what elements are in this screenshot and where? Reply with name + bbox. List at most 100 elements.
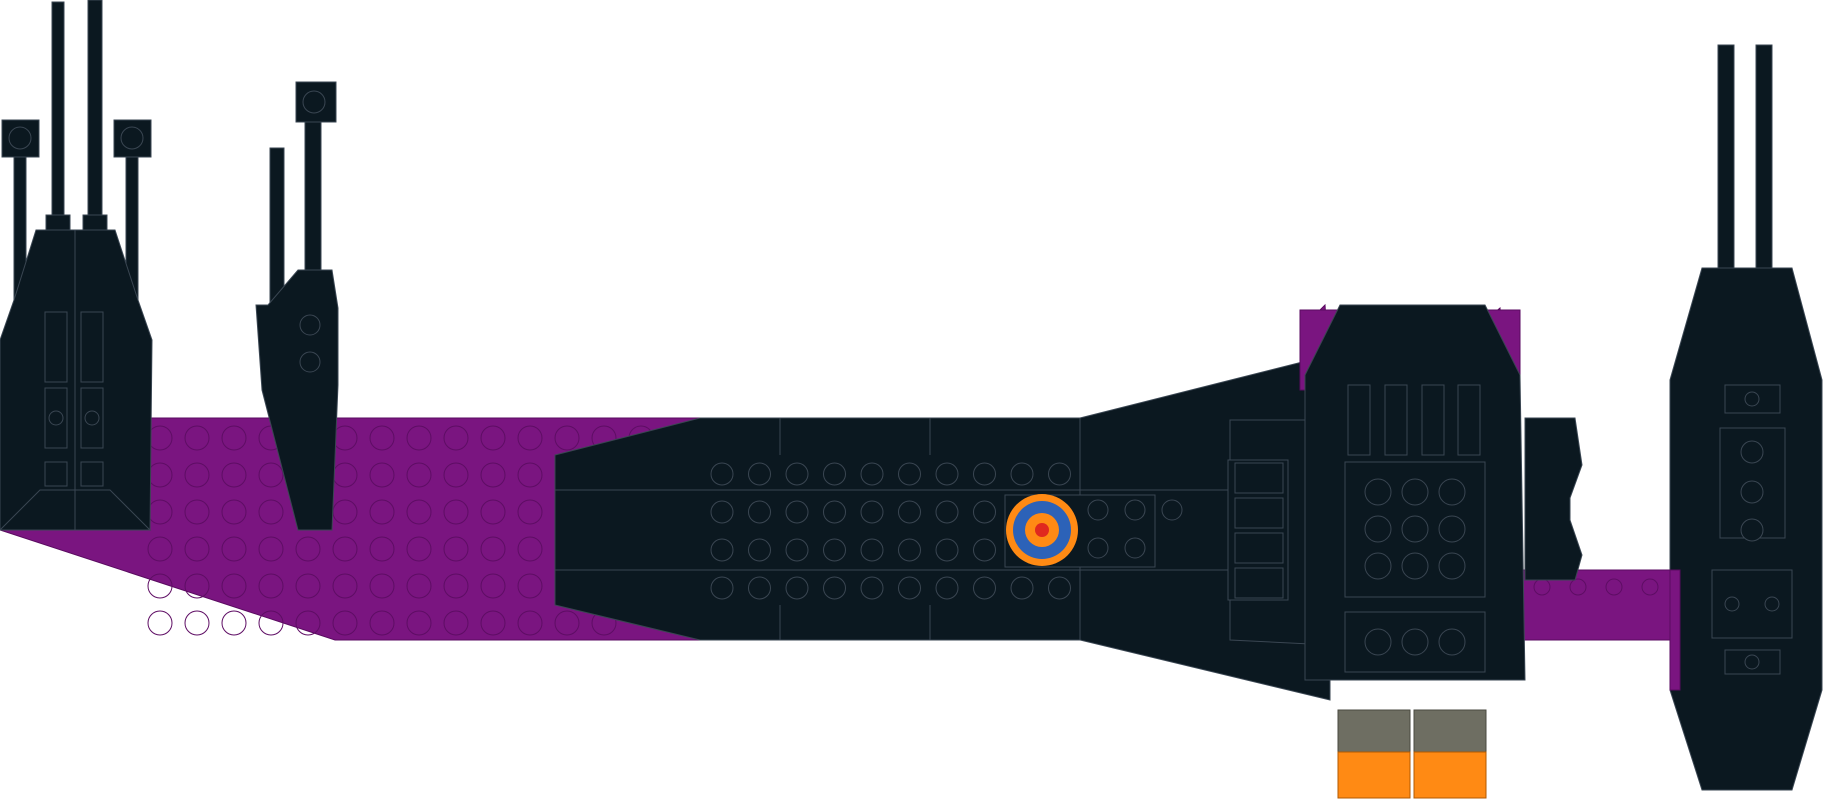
deck-stud bbox=[221, 425, 247, 451]
hull-stud bbox=[973, 500, 996, 524]
tower-stud bbox=[299, 351, 321, 373]
orange-thruster bbox=[1413, 751, 1487, 799]
deck-stud bbox=[332, 573, 358, 599]
antenna-cap-stud bbox=[8, 126, 32, 150]
deck-stud bbox=[517, 425, 543, 451]
left-tower-group bbox=[0, 0, 153, 531]
hull-stud bbox=[898, 462, 921, 486]
deck-stud bbox=[258, 499, 284, 525]
hull-stud bbox=[710, 500, 734, 524]
stern-deck-studs bbox=[1533, 578, 1659, 596]
bridge-stud bbox=[1364, 628, 1392, 656]
deck-stud bbox=[258, 610, 284, 636]
hull-stud bbox=[710, 462, 734, 486]
stern-stud bbox=[1740, 480, 1764, 504]
hull-stud bbox=[1048, 576, 1071, 600]
hull-stud bbox=[898, 538, 921, 562]
deck-stud bbox=[1569, 578, 1587, 596]
stern-stud bbox=[1764, 596, 1780, 612]
deck-stud bbox=[295, 573, 321, 599]
hull-stud bbox=[860, 462, 884, 486]
stern-panel bbox=[1711, 569, 1793, 639]
deck-stud bbox=[1641, 578, 1659, 596]
stern-stud bbox=[1744, 654, 1760, 670]
bridge-stud bbox=[1364, 552, 1392, 580]
hull-stud bbox=[973, 538, 996, 562]
deck-stud bbox=[184, 499, 210, 525]
bridge-stud bbox=[1401, 628, 1429, 656]
tower-bevel bbox=[0, 489, 152, 531]
deck-stud bbox=[258, 462, 284, 488]
stern-tower-group bbox=[1669, 44, 1823, 791]
hull-stud bbox=[748, 538, 771, 562]
hull-stud bbox=[935, 500, 959, 524]
tower-stud bbox=[48, 410, 64, 426]
deck-stud bbox=[406, 425, 432, 451]
deck-stud bbox=[1605, 578, 1623, 596]
tower-slot bbox=[44, 311, 68, 383]
antenna-pole bbox=[87, 0, 103, 226]
antenna-pole bbox=[1717, 44, 1735, 271]
hull-stud bbox=[860, 538, 884, 562]
tower-stud bbox=[84, 410, 100, 426]
deck-stud bbox=[443, 536, 469, 562]
antenna-pole bbox=[1755, 44, 1773, 271]
stern-stud bbox=[1740, 518, 1764, 542]
roundel-icon bbox=[1006, 494, 1078, 566]
deck-stud bbox=[480, 462, 506, 488]
deck-stud bbox=[554, 610, 580, 636]
hull-stud bbox=[1124, 537, 1146, 559]
hull-stud bbox=[748, 500, 771, 524]
deck-stud bbox=[369, 610, 395, 636]
deck-stud bbox=[406, 573, 432, 599]
deck-stud bbox=[369, 425, 395, 451]
deck-studs bbox=[147, 425, 691, 636]
bridge-stud bbox=[1401, 478, 1429, 506]
hull-stud bbox=[785, 462, 809, 486]
deck-stud bbox=[258, 536, 284, 562]
deck-stud bbox=[184, 536, 210, 562]
deck-stud bbox=[221, 499, 247, 525]
deck-stud bbox=[147, 573, 173, 599]
deck-stud bbox=[369, 536, 395, 562]
hull-stud bbox=[898, 576, 921, 600]
hull-stud bbox=[935, 538, 959, 562]
bridge-window bbox=[1347, 384, 1371, 456]
side-rail-block bbox=[1234, 532, 1284, 564]
deck-stud bbox=[295, 610, 321, 636]
hull-stud bbox=[748, 576, 771, 600]
grey-exhaust bbox=[1413, 709, 1487, 753]
bridge-stud bbox=[1438, 628, 1466, 656]
hull-stud bbox=[1010, 576, 1034, 600]
hull-stud bbox=[1087, 499, 1109, 521]
deck-stud bbox=[406, 462, 432, 488]
grey-exhaust bbox=[1337, 709, 1411, 753]
deck-stud bbox=[221, 610, 247, 636]
antenna-cap-stud bbox=[302, 90, 326, 114]
antenna-pole bbox=[51, 1, 65, 228]
bridge-window bbox=[1457, 384, 1481, 456]
bridge-stud bbox=[1438, 478, 1466, 506]
deck-stud bbox=[221, 462, 247, 488]
deck-stud bbox=[369, 573, 395, 599]
deck-stud bbox=[480, 610, 506, 636]
side-rail-block bbox=[1234, 497, 1284, 529]
deck-stud bbox=[406, 610, 432, 636]
hull-stud bbox=[1048, 462, 1071, 486]
deck-stud bbox=[443, 425, 469, 451]
deck-stud bbox=[517, 499, 543, 525]
deck-stud bbox=[221, 573, 247, 599]
bridge-stud bbox=[1438, 515, 1466, 543]
antenna-collar bbox=[82, 214, 108, 232]
deck-stud bbox=[517, 536, 543, 562]
orange-thruster bbox=[1337, 751, 1411, 799]
deck-stud bbox=[443, 573, 469, 599]
deck-stud bbox=[184, 425, 210, 451]
deck-stud bbox=[258, 573, 284, 599]
second-tower-group bbox=[255, 81, 339, 531]
deck-stud bbox=[517, 462, 543, 488]
deck-stud bbox=[406, 536, 432, 562]
tower-stud bbox=[299, 314, 321, 336]
deck-stud bbox=[147, 610, 173, 636]
